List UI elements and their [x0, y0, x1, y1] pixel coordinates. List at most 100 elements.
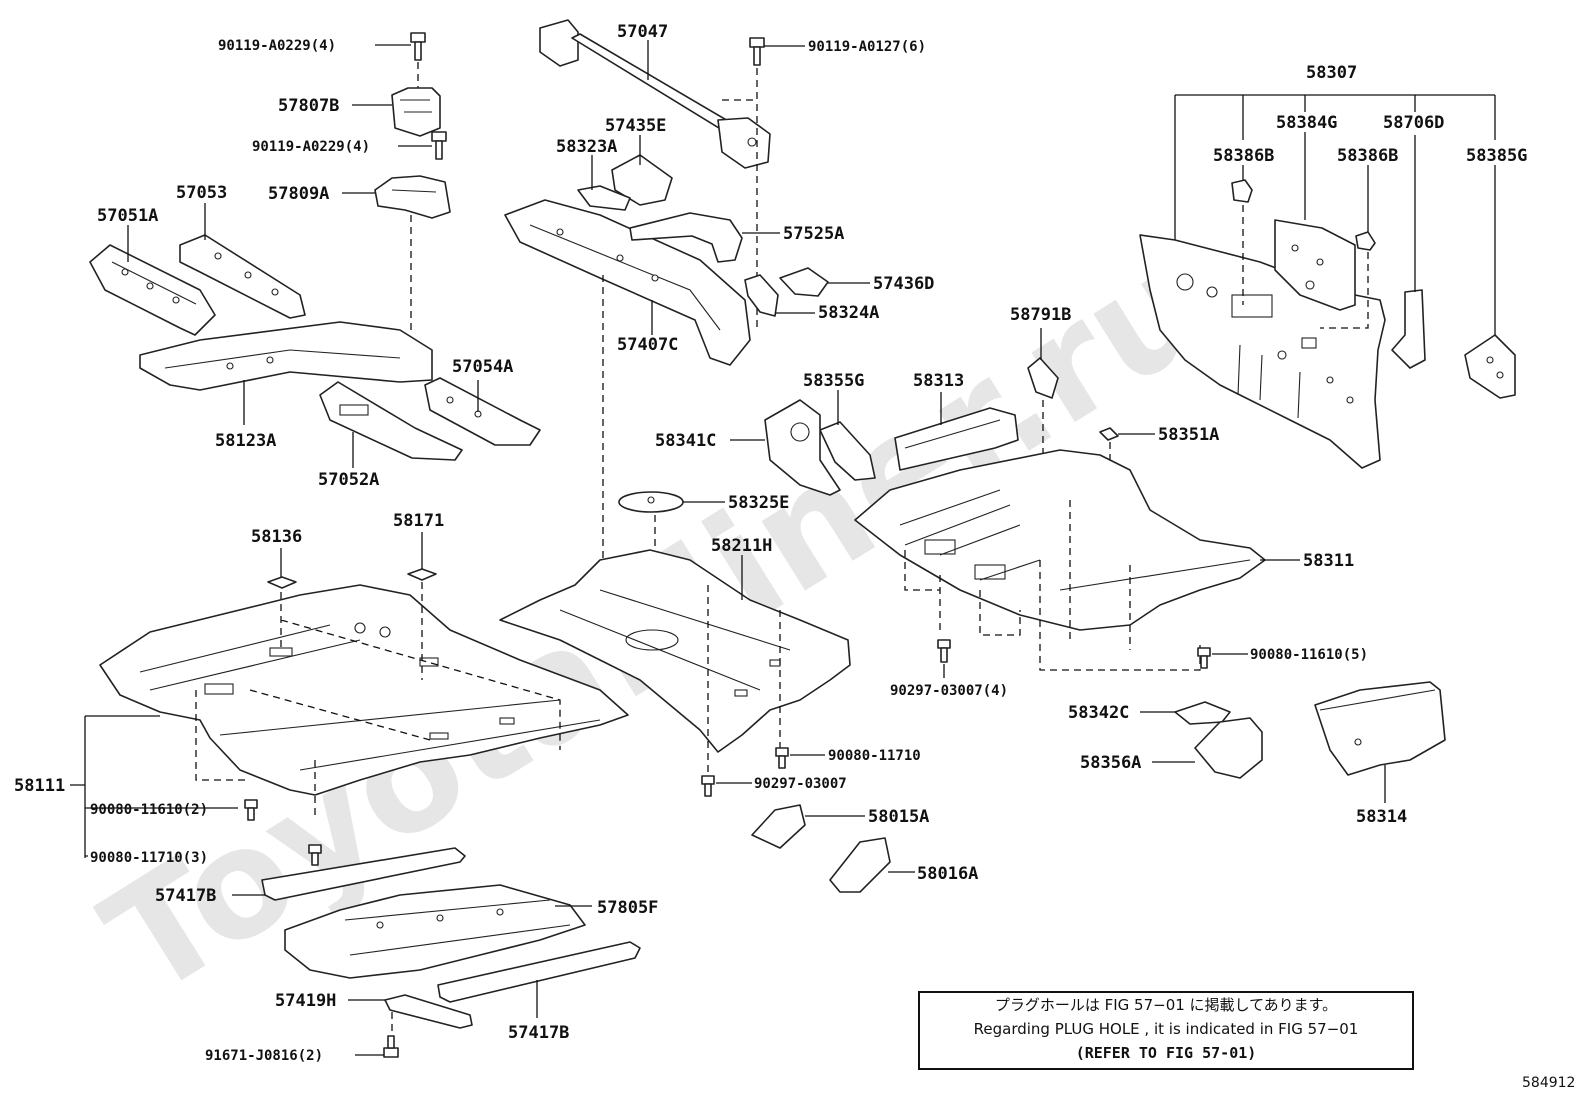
part-label: 90080-11610(2)	[90, 802, 208, 818]
bolt-icon	[244, 799, 258, 821]
part-57807b-bracket	[391, 87, 441, 137]
part-label: 57807B	[278, 96, 339, 116]
part-label: 58015A	[868, 807, 929, 827]
part-58314-panel	[1314, 681, 1446, 776]
part-label: 57435E	[605, 116, 666, 136]
bolt-icon	[431, 131, 447, 160]
bolt-icon	[701, 775, 715, 797]
part-label: 58324A	[818, 303, 879, 323]
part-label: 58351A	[1158, 425, 1219, 445]
part-57419h-brace	[384, 994, 473, 1029]
part-58325e-plate	[618, 491, 684, 513]
part-58356a-bracket	[1194, 717, 1263, 779]
part-58706d-brace	[1391, 289, 1426, 369]
note-reference-text: (REFER TO FIG 57-01)	[1075, 1044, 1257, 1062]
part-57436d-bracket	[779, 267, 829, 297]
part-label: 57047	[617, 22, 668, 42]
part-58342c-bracket	[1174, 701, 1231, 725]
part-label: 57407C	[617, 335, 678, 355]
part-57054a-member	[424, 377, 541, 446]
bolt-icon	[308, 844, 322, 866]
part-label: 58341C	[655, 431, 716, 451]
part-label: 58356A	[1080, 753, 1141, 773]
part-label: 90119-A0229(4)	[218, 38, 336, 54]
part-58323a-bracket	[577, 185, 631, 211]
part-label: 57805F	[597, 898, 658, 918]
part-57051a-member	[89, 244, 216, 336]
part-label: 58342C	[1068, 703, 1129, 723]
part-label: 57417B	[155, 886, 216, 906]
part-58313-member	[894, 407, 1019, 471]
part-58123a-crossmember	[139, 321, 433, 391]
part-label: 90297-03007	[754, 776, 847, 792]
part-label: 58111	[14, 776, 65, 796]
part-57809a-bracket	[374, 175, 451, 219]
part-label: 58123A	[215, 431, 276, 451]
part-label: 57809A	[268, 184, 329, 204]
part-58355g-bracket	[819, 421, 876, 481]
part-label: 57053	[176, 183, 227, 203]
bolt-icon	[775, 747, 789, 769]
part-label: 58386B	[1213, 146, 1274, 166]
part-label: 58313	[913, 371, 964, 391]
bolt-icon	[383, 1035, 399, 1058]
part-57525a-curved-member	[629, 212, 743, 263]
part-57053-member	[179, 234, 306, 319]
bolt-icon	[1197, 647, 1211, 669]
part-58171-plug	[407, 568, 437, 581]
part-label: 58016A	[917, 864, 978, 884]
part-label: 90119-A0127(6)	[808, 39, 926, 55]
note-english-text: Regarding PLUG HOLE , it is indicated in…	[973, 1020, 1359, 1038]
part-label: 57052A	[318, 470, 379, 490]
part-58311-rear-floor	[854, 449, 1266, 631]
part-label: 57417B	[508, 1023, 569, 1043]
part-57052a-member	[319, 381, 463, 461]
part-label: 57436D	[873, 274, 934, 294]
part-58386b-clip-left	[1231, 179, 1253, 203]
part-58384g-panel	[1274, 219, 1356, 311]
part-label: 90080-11710(3)	[90, 850, 208, 866]
part-label: 58314	[1356, 807, 1407, 827]
part-58136-plug	[267, 576, 297, 589]
part-label: 57419H	[275, 991, 336, 1011]
plug-hole-note: プラグホールは FIG 57−01 に掲載してあります。 Regarding P…	[918, 991, 1414, 1070]
bolt-icon	[410, 32, 426, 61]
part-58211h-center-floor	[499, 549, 851, 753]
part-label: 90119-A0229(4)	[252, 139, 370, 155]
part-label: 57054A	[452, 357, 513, 377]
part-label: 58706D	[1383, 113, 1444, 133]
part-label: 58307	[1306, 63, 1357, 83]
part-label: 57525A	[783, 224, 844, 244]
part-label: 57051A	[97, 206, 158, 226]
part-label: 90080-11610(5)	[1250, 647, 1368, 663]
note-japanese-text: プラグホールは FIG 57−01 に掲載してあります。	[994, 996, 1338, 1014]
part-57407c-side-member	[504, 199, 751, 366]
part-label: 58355G	[803, 371, 864, 391]
part-label: 90297-03007(4)	[890, 683, 1008, 699]
part-58016a-plate	[829, 837, 891, 893]
part-label: 58211H	[711, 536, 772, 556]
part-58351a-clip	[1099, 427, 1119, 441]
part-label: 58136	[251, 527, 302, 547]
part-58386b-clip-right	[1355, 231, 1376, 251]
part-58341c-panel	[764, 399, 841, 496]
part-label: 58171	[393, 511, 444, 531]
part-label: 58384G	[1276, 113, 1337, 133]
part-58324a-bracket	[744, 274, 779, 317]
figure-id: 584912	[1522, 1075, 1576, 1091]
part-label: 58311	[1303, 551, 1354, 571]
part-57805f-floor-panel	[284, 884, 586, 979]
part-58385g-panel	[1464, 334, 1516, 399]
bolt-icon	[749, 37, 765, 66]
part-label: 58385G	[1466, 146, 1527, 166]
part-58791b-bracket	[1027, 357, 1059, 399]
part-label: 91671-J0816(2)	[205, 1048, 323, 1064]
part-label: 58325E	[728, 493, 789, 513]
part-58111-front-floor	[99, 584, 629, 796]
part-57417b-lower-rocker	[437, 941, 641, 1003]
part-label: 58386B	[1337, 146, 1398, 166]
part-label: 58791B	[1010, 305, 1071, 325]
bolt-icon	[937, 639, 951, 663]
part-58015a-bracket	[751, 804, 806, 849]
